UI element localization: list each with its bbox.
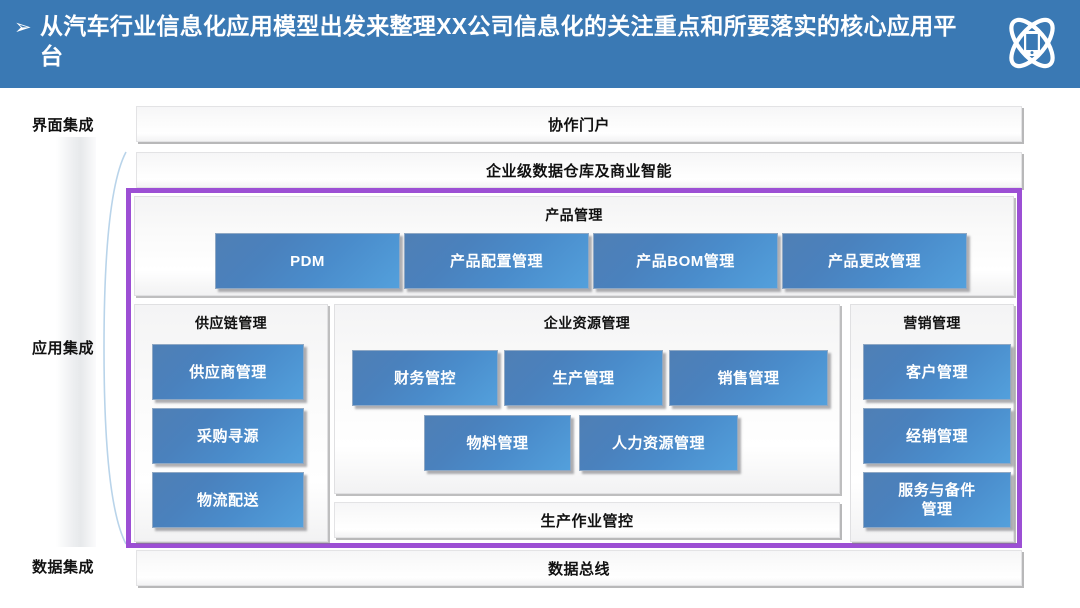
panel-title-product-management: 产品管理 bbox=[545, 207, 603, 223]
box-material-management[interactable]: 物料管理 bbox=[424, 415, 571, 471]
panel-title-marketing: 营销管理 bbox=[903, 315, 961, 331]
box-product-config-management[interactable]: 产品配置管理 bbox=[404, 233, 589, 289]
slide-header: ➢ 从汽车行业信息化应用模型出发来整理XX公司信息化的关注重点和所要落实的核心应… bbox=[0, 0, 1080, 88]
box-procurement-sourcing[interactable]: 采购寻源 bbox=[152, 408, 304, 464]
bar-data-bus[interactable]: 数据总线 bbox=[136, 550, 1022, 586]
box-product-change-management[interactable]: 产品更改管理 bbox=[782, 233, 967, 289]
left-label-data-integration: 数据集成 bbox=[31, 559, 94, 576]
bar-data-warehouse-bi[interactable]: 企业级数据仓库及商业智能 bbox=[136, 152, 1022, 188]
application-integration-frame bbox=[126, 188, 1022, 548]
box-pdm[interactable]: PDM bbox=[215, 233, 400, 289]
left-label-app-integration: 应用集成 bbox=[31, 340, 94, 357]
box-product-bom-management[interactable]: 产品BOM管理 bbox=[593, 233, 778, 289]
box-service-parts-management[interactable]: 服务与备件 管理 bbox=[863, 472, 1011, 528]
panel-title-supply-chain: 供应链管理 bbox=[195, 315, 267, 331]
box-logistics-distribution[interactable]: 物流配送 bbox=[152, 472, 304, 528]
left-label-ui-integration: 界面集成 bbox=[31, 117, 94, 134]
box-customer-management[interactable]: 客户管理 bbox=[863, 344, 1011, 400]
box-production-management[interactable]: 生产管理 bbox=[504, 350, 663, 406]
box-hr-management[interactable]: 人力资源管理 bbox=[579, 415, 738, 471]
bullet-arrow-icon: ➢ bbox=[14, 16, 32, 39]
bar-production-operation-control[interactable]: 生产作业管控 bbox=[334, 502, 840, 538]
panel-title-erp: 企业资源管理 bbox=[543, 315, 631, 331]
atom-mobile-logo bbox=[997, 7, 1067, 79]
box-sales-management[interactable]: 销售管理 bbox=[669, 350, 828, 406]
box-supplier-management[interactable]: 供应商管理 bbox=[152, 344, 304, 400]
page-title: 从汽车行业信息化应用模型出发来整理XX公司信息化的关注重点和所要落实的核心应用平… bbox=[40, 13, 957, 69]
bar-collaboration-portal[interactable]: 协作门户 bbox=[136, 106, 1022, 142]
left-gradient-band bbox=[56, 137, 96, 547]
box-finance-control[interactable]: 财务管控 bbox=[352, 350, 498, 406]
box-dealer-management[interactable]: 经销管理 bbox=[863, 408, 1011, 464]
